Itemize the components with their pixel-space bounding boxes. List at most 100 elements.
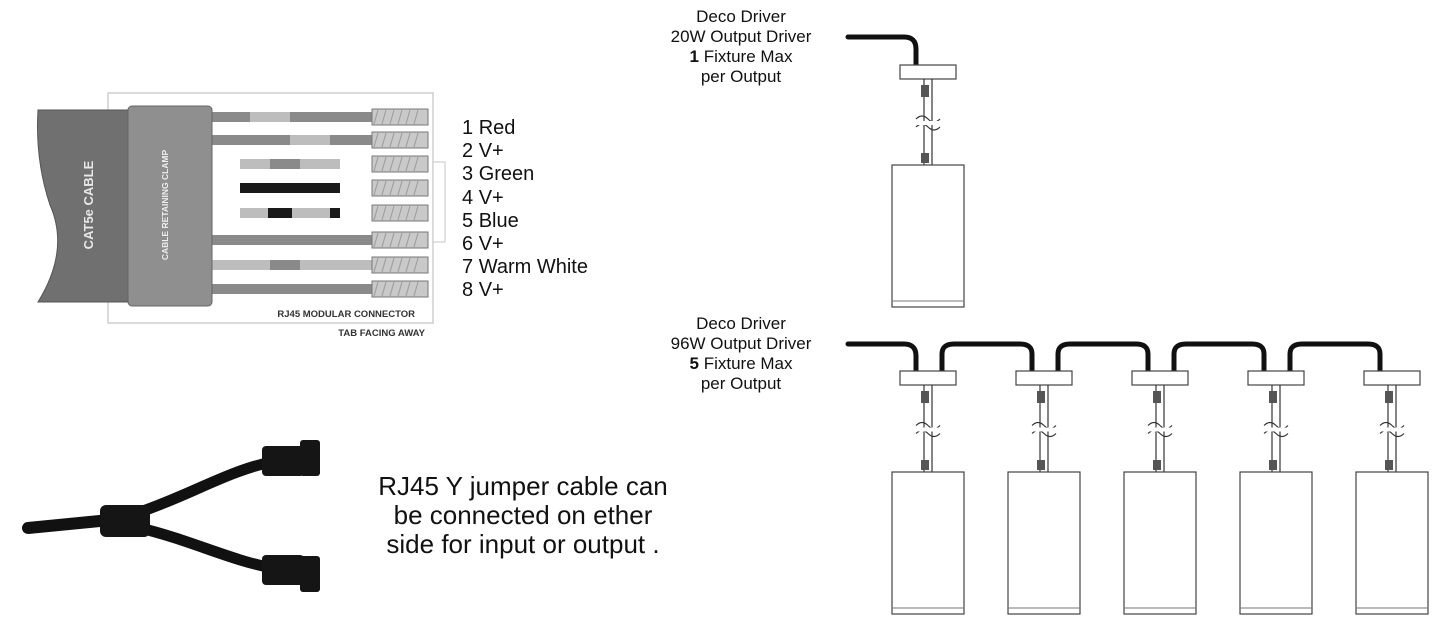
cord-break-gap <box>1148 427 1172 432</box>
cat5e-cable-jacket <box>37 109 141 303</box>
fixture-body <box>1123 471 1197 615</box>
cord-break-gap <box>916 121 940 125</box>
driver-96w-title: Deco Driver <box>696 314 786 333</box>
contact-hatch <box>405 180 411 196</box>
contact-hatch <box>405 205 411 221</box>
pinout-list: 1 Red 2 V+ 3 Green 4 V+ 5 Blue 6 V+ 7 Wa… <box>462 117 588 303</box>
contact-hatch <box>389 180 395 196</box>
contact-hatch <box>397 232 403 248</box>
jumper-note: RJ45 Y jumper cable can be connected on … <box>378 471 668 559</box>
fixture-grommet <box>1269 460 1277 470</box>
cord-break-gap <box>1380 427 1404 432</box>
jumper-cable <box>1055 341 1151 374</box>
fixture-grommet <box>1385 460 1393 470</box>
fixture-grommet <box>921 85 929 97</box>
contact-hatch <box>389 257 395 273</box>
contact-hatch <box>381 109 387 125</box>
contact-hatch <box>397 257 403 273</box>
driver-96w-per: per Output <box>700 374 782 393</box>
fixture-body <box>891 164 965 308</box>
driver-20w-output: 20W Output Driver <box>670 27 812 46</box>
jumper-branch-upper <box>134 456 278 518</box>
wire-6 <box>210 235 372 245</box>
contact-hatch <box>373 257 379 273</box>
contact-hatch <box>373 205 379 221</box>
wire-1 <box>250 112 290 122</box>
fixture-grommet <box>1153 460 1161 470</box>
connector-label: RJ45 MODULAR CONNECTOR <box>277 309 415 320</box>
jumper-cable <box>939 341 1035 374</box>
contact-hatch <box>405 257 411 273</box>
contact-hatch <box>397 109 403 125</box>
pin-row: 7 Warm White <box>462 256 588 279</box>
fixture-5 <box>1355 370 1429 615</box>
contact-hatch <box>405 132 411 148</box>
feed-cable <box>845 34 919 68</box>
contact-hatch <box>413 156 419 172</box>
contact-hatch <box>397 156 403 172</box>
contact-hatch <box>397 180 403 196</box>
wire-8 <box>210 284 372 294</box>
contact-hatch <box>389 132 395 148</box>
contact-hatch <box>413 109 419 125</box>
wire-5 <box>330 208 340 218</box>
contact-hatch <box>381 281 387 297</box>
contact-hatch <box>381 132 387 148</box>
fixture-body <box>1007 471 1081 615</box>
contact-hatch <box>397 281 403 297</box>
contact-hatch <box>389 205 395 221</box>
contact-hatch <box>373 109 379 125</box>
fixture-grommet <box>1037 391 1045 403</box>
fixture-connector <box>899 64 957 80</box>
contact-hatch <box>373 132 379 148</box>
fixture-3 <box>1123 370 1197 615</box>
jumper-branch-lower <box>134 522 278 574</box>
driver-96w-output: 96W Output Driver <box>670 334 812 353</box>
contact-hatch <box>389 109 395 125</box>
fixture-body <box>1239 471 1313 615</box>
contact-hatch <box>413 232 419 248</box>
jumper-plug-lower <box>262 555 304 585</box>
contact-hatch <box>413 281 419 297</box>
fixture-connector <box>1015 370 1073 386</box>
contact-hatch <box>413 132 419 148</box>
driver-96w-label: Deco Driver 96W Output Driver 5 Fixture … <box>650 314 832 394</box>
contact-hatch <box>373 180 379 196</box>
rj45-connector: CAT5e CABLE CABLE RETAINING CLAMP RJ45 M… <box>37 92 446 339</box>
wire-3 <box>270 159 300 169</box>
wire-5 <box>268 208 292 218</box>
fixture-grommet <box>1037 460 1045 470</box>
contact-hatch <box>405 232 411 248</box>
contact-hatch <box>381 205 387 221</box>
driver-20w-max: 1 Fixture Max <box>689 47 793 66</box>
pin-row: 2 V+ <box>462 140 504 163</box>
cable-retaining-clamp <box>127 105 213 307</box>
rj45-y-jumper-cable <box>22 440 320 592</box>
jumper-plug-upper <box>262 446 304 476</box>
contact-hatch <box>405 281 411 297</box>
fixture-connector <box>1131 370 1189 386</box>
wire-7 <box>270 260 300 270</box>
driver-96w-chain <box>845 341 1429 615</box>
contact-hatch <box>381 257 387 273</box>
fixture-connector <box>1247 370 1305 386</box>
contact-hatch <box>413 257 419 273</box>
pin-row: 4 V+ <box>462 186 504 209</box>
fixture-body <box>1355 471 1429 615</box>
driver-20w-title: Deco Driver <box>696 7 786 26</box>
wire-2 <box>290 135 330 145</box>
fixture-1 <box>891 64 965 308</box>
fixture-body <box>891 471 965 615</box>
feed-cable <box>845 341 919 374</box>
contact-hatch <box>397 132 403 148</box>
driver-20w-chain <box>845 34 965 308</box>
fixture-2 <box>1007 370 1081 615</box>
fixture-grommet <box>1385 391 1393 403</box>
fixture-connector <box>899 370 957 386</box>
cable-label: CAT5e CABLE <box>81 160 96 249</box>
contact-hatch <box>381 180 387 196</box>
pin-row: 6 V+ <box>462 233 504 256</box>
fixture-grommet <box>1153 391 1161 403</box>
clamp-label: CABLE RETAINING CLAMP <box>160 150 170 261</box>
